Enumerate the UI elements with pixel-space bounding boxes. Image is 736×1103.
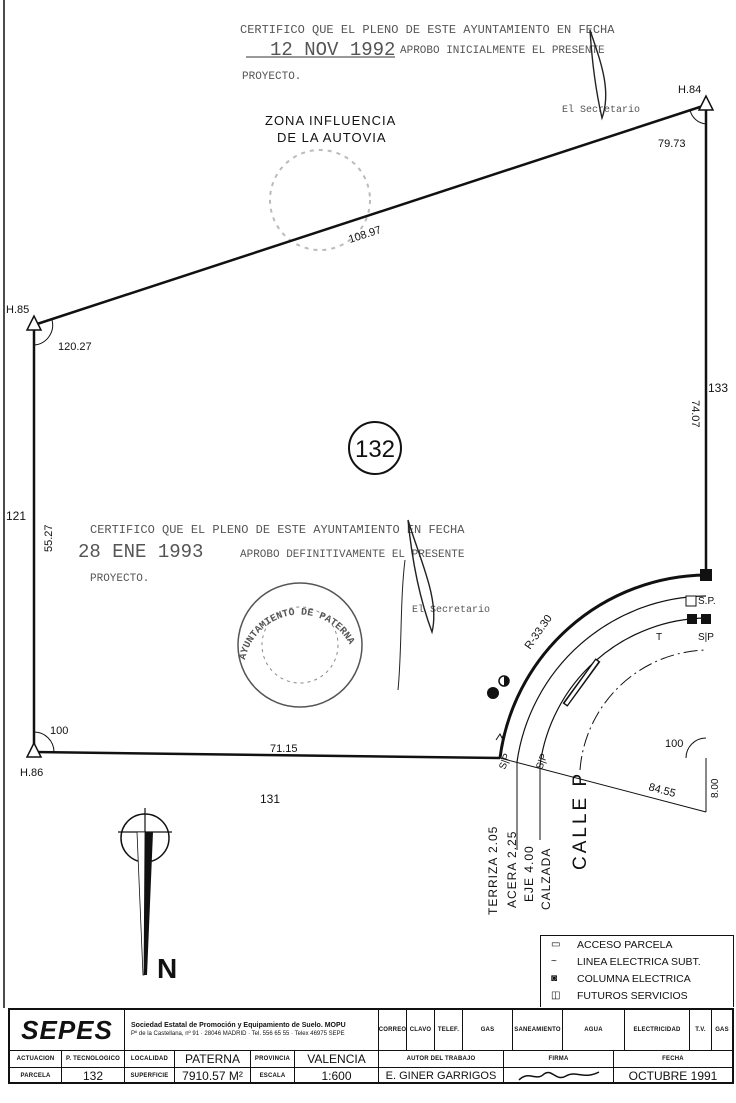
stamp-mid-date: 28 ENE 1993: [78, 541, 203, 563]
north-arrow-icon: [118, 808, 172, 976]
legend-item: ▭ACCESO PARCELA: [551, 938, 673, 951]
column-icon: ◙: [551, 973, 558, 984]
parcel-number-circle: [348, 421, 402, 475]
zone-label-1: ZONA INFLUENCIA: [265, 113, 396, 128]
site-plan: CERTIFICO QUE EL PLENO DE ESTE AYUNTAMIE…: [3, 0, 728, 1008]
length-east-small: 8.00: [710, 778, 721, 798]
t-label: T: [656, 632, 662, 643]
autor-value: E. GINER GARRIGOS: [379, 1067, 504, 1084]
parcela-value: 132: [62, 1067, 125, 1084]
angle-arc: 84.55: [647, 781, 677, 800]
vertex-markers: [25, 94, 715, 758]
seal-ring: [237, 582, 363, 708]
sp-label-3: S|P: [497, 752, 513, 771]
localidad-value: PATERNA: [175, 1050, 251, 1067]
stamp-mid-line1: CERTIFICO QUE EL PLENO DE ESTE AYUNTAMIE…: [90, 523, 465, 537]
stamp-mid-signer: El Secretario: [412, 604, 490, 616]
stamp-top-line1: CERTIFICO QUE EL PLENO DE ESTE AYUNTAMIE…: [240, 23, 615, 37]
manhole-icon: [487, 687, 499, 699]
signature-mark-top: [589, 29, 607, 121]
org-address: Pº de la Castellana, nº 91 · 28046 MADRI…: [131, 1031, 345, 1037]
sp-label-2: S|P: [698, 632, 714, 643]
angle-arcs: [33, 109, 707, 759]
sp-label-4: S|P: [534, 752, 550, 771]
electric-column-icon: [700, 569, 712, 581]
length-left: 55.27: [43, 524, 55, 552]
length-top: 108.97: [347, 224, 383, 246]
parcel-boundary: [32, 103, 708, 760]
sp-label-1: S.P.: [698, 596, 716, 607]
superficie-value: 7910.57 M²: [175, 1067, 251, 1084]
north-label: N: [157, 953, 177, 984]
vertex-h86: H.86: [20, 767, 43, 779]
street-name: CALLE P: [570, 771, 591, 870]
section-calzada: CALZADA: [539, 848, 553, 910]
escala-value: 1:600: [295, 1067, 379, 1084]
stamp-top-signer: El Secretario: [562, 104, 640, 116]
title-block: SEPES Sociedad Estatal de Promoción y Eq…: [8, 1008, 734, 1084]
signature-mark-middle: [407, 519, 435, 635]
approval-stamp-middle: CERTIFICO QUE EL PLENO DE ESTE AYUNTAMIE…: [78, 519, 490, 708]
legend-item: ◫FUTUROS SERVICIOS: [551, 989, 688, 1002]
parcel-number: 132: [355, 436, 395, 463]
access-icon: ▭: [551, 939, 561, 950]
provincia-value: VALENCIA: [295, 1050, 379, 1067]
electric-line-mark: [495, 729, 507, 741]
column-icon: [687, 614, 697, 624]
stamp-mid-line2: APROBO DEFINITIVAMENTE EL PRESENTE: [240, 549, 465, 561]
services-icon: ◫: [551, 990, 561, 1001]
org-info: Sociedad Estatal de Promoción y Equipami…: [125, 1010, 379, 1050]
vertex-h84: H.84: [678, 84, 701, 96]
length-right: 74.07: [689, 400, 701, 428]
neighbor-right: 133: [708, 381, 728, 395]
seal-text: AYUNTAMIENTO DE PATERNA: [238, 607, 356, 661]
legend-item: ~LINEA ELECTRICA SUBT.: [551, 955, 701, 968]
angle-corner: 100: [665, 738, 683, 750]
stamp-mid-line3: PROYECTO.: [90, 573, 149, 585]
signature: [504, 1067, 614, 1084]
fecha-value: OCTUBRE 1991: [628, 1068, 718, 1083]
angle-h86: 100: [50, 725, 68, 737]
vertex-h85: H.85: [6, 304, 29, 316]
legend: ▭ACCESO PARCELA ~LINEA ELECTRICA SUBT. ◙…: [540, 935, 734, 1007]
angle-h85: 120.27: [58, 341, 92, 353]
zone-label-2: DE LA AUTOVIA: [277, 130, 387, 145]
neighbor-left: 121: [6, 509, 26, 523]
section-acera: ACERA 2.25: [505, 831, 519, 908]
angle-h84: 79.73: [658, 138, 686, 150]
column-icon: [701, 614, 711, 624]
section-eje: EJE 4.00: [522, 845, 536, 902]
length-bottom: 71.15: [270, 743, 298, 755]
seal-faint-top: [269, 149, 371, 251]
stamp-top-line3: PROYECTO.: [242, 71, 301, 83]
approval-stamp-top: CERTIFICO QUE EL PLENO DE ESTE AYUNTAMIE…: [240, 23, 640, 251]
legend-item: ◙COLUMNA ELECTRICA: [551, 972, 691, 985]
section-terraza: TERRIZA 2.05: [486, 826, 500, 915]
stamp-top-line2: APROBO INICIALMENTE EL PRESENTE: [400, 45, 605, 57]
neighbor-bottom: 131: [260, 792, 280, 806]
stamp-top-date: 12 NOV 1992: [270, 39, 395, 61]
future-services-icon: [685, 595, 697, 607]
sepes-logo: SEPES: [10, 1010, 125, 1050]
org-name: Sociedad Estatal de Promoción y Equipami…: [131, 1022, 346, 1029]
cable-icon: ~: [551, 956, 557, 967]
